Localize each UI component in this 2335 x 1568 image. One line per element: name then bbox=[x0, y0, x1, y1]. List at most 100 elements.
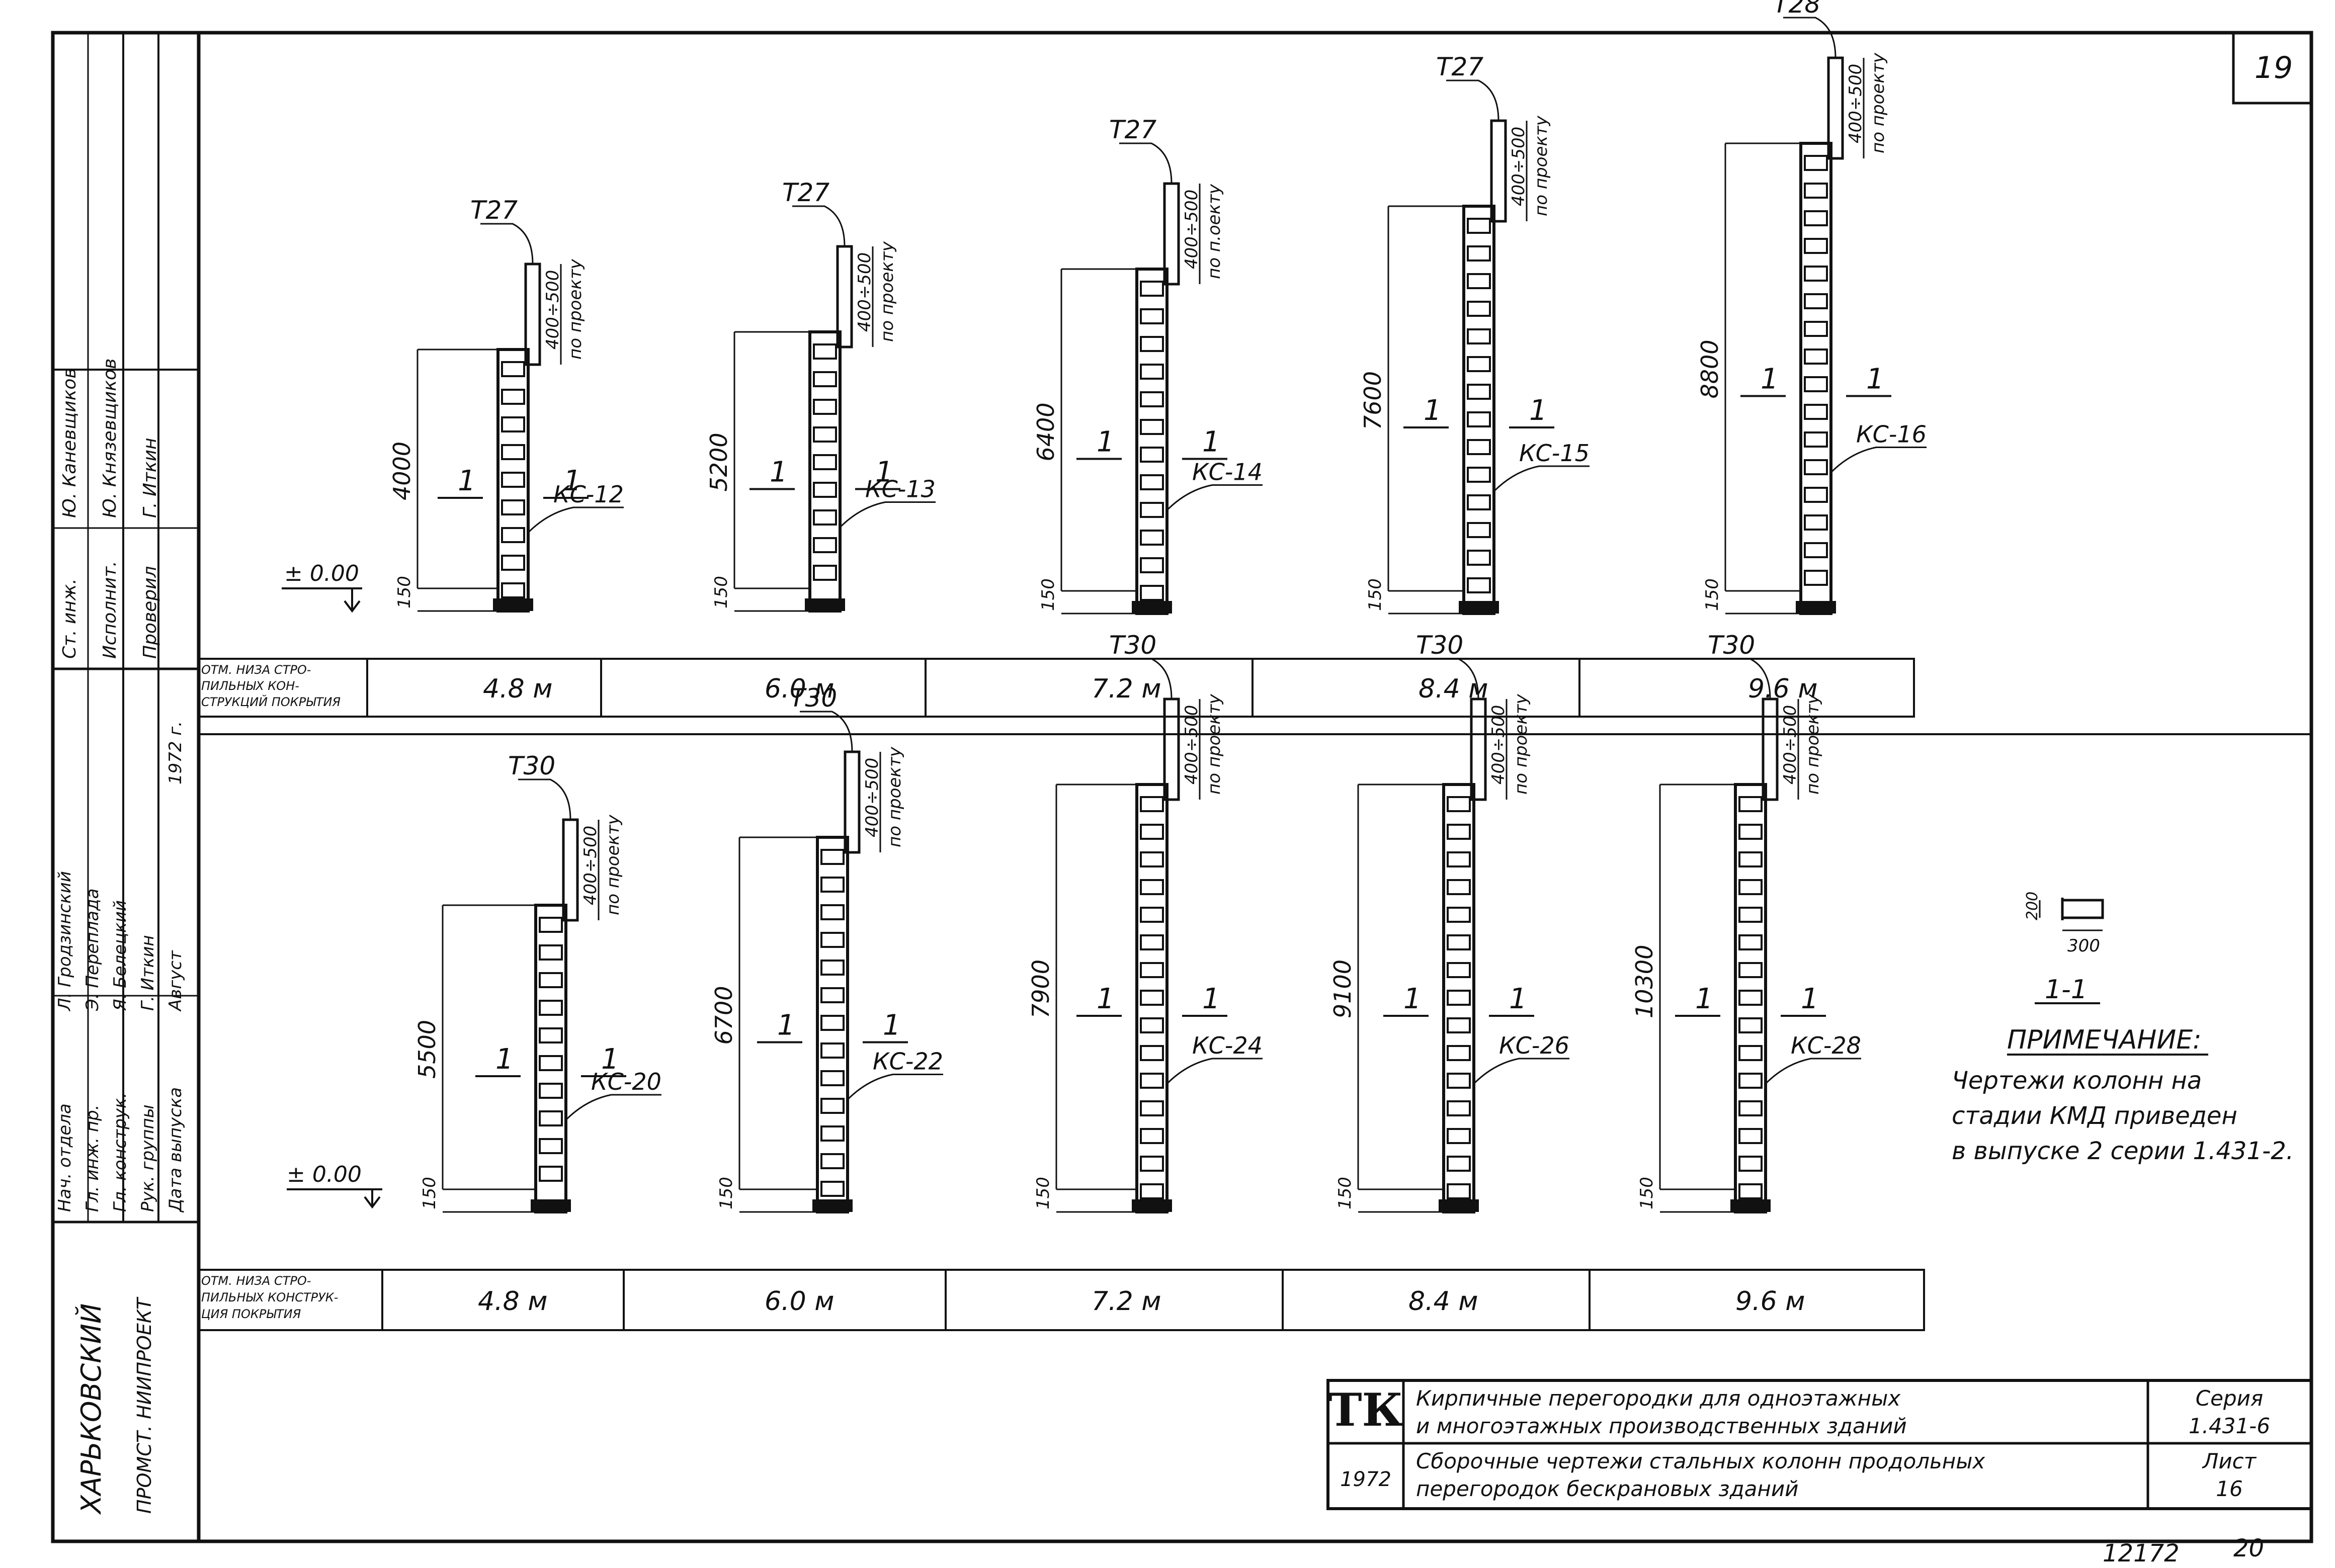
lacing-plate bbox=[1447, 1073, 1471, 1089]
lacing-plate bbox=[1738, 1183, 1763, 1199]
lacing-plate bbox=[1447, 1045, 1471, 1061]
lacing-plate bbox=[1467, 384, 1491, 400]
stamp-name: Ю. Князевщиков bbox=[100, 359, 120, 518]
lacing-plate bbox=[539, 1110, 563, 1126]
lacing-plate bbox=[501, 444, 525, 460]
tie-leader bbox=[480, 223, 534, 265]
lacing-plate bbox=[1447, 1156, 1471, 1172]
tie-label: Т30 bbox=[1708, 631, 1755, 660]
stamp-role: Гл. инж. пр. bbox=[82, 1105, 103, 1212]
lacing-plate bbox=[1140, 419, 1164, 435]
lacing-plate bbox=[1738, 1017, 1763, 1033]
level-label-line1: ОТМ. НИЗА СТРО- bbox=[201, 663, 311, 677]
tie-label: Т30 bbox=[1109, 631, 1156, 660]
lacing-plate bbox=[820, 987, 845, 1003]
gap-dim: 400÷500 bbox=[855, 252, 875, 332]
base-plate bbox=[1439, 1199, 1479, 1212]
archive-number: 12172 bbox=[2103, 1539, 2180, 1567]
lacing-plate bbox=[1140, 502, 1164, 518]
tie-label: Т27 bbox=[782, 178, 829, 207]
span-label: 4.8 м bbox=[478, 1286, 547, 1317]
column-mark: КС-20 bbox=[591, 1068, 661, 1095]
column-base-dim: 150 bbox=[1365, 578, 1385, 611]
level-label-line1-bottom: ОТМ. НИЗА СТРО- bbox=[201, 1274, 311, 1288]
lacing-plate bbox=[1140, 281, 1164, 297]
tie-label: Т27 bbox=[470, 196, 518, 225]
lacing-plate bbox=[1140, 1073, 1164, 1089]
lacing-plate bbox=[820, 1070, 845, 1086]
lacing-plate bbox=[1140, 990, 1164, 1006]
lacing-plate bbox=[1140, 530, 1164, 546]
stamp-role: Нач. отдела bbox=[55, 1103, 75, 1212]
column-mark: КС-22 bbox=[873, 1048, 943, 1075]
stamp-name: Л. Гродзинский bbox=[55, 871, 75, 1012]
left-margin-frame bbox=[51, 31, 201, 1543]
gap-dim: 400÷500 bbox=[1182, 705, 1202, 785]
lacing-plate bbox=[820, 1125, 845, 1142]
column-height-dim: 7600 bbox=[1359, 371, 1386, 430]
lacing-plate bbox=[1467, 218, 1491, 234]
tie-leader bbox=[1119, 658, 1173, 700]
lacing-plate bbox=[501, 361, 525, 377]
mark-leader bbox=[527, 506, 624, 534]
lacing-plate bbox=[1738, 1045, 1763, 1061]
stamp-name: Г. Иткин bbox=[138, 935, 158, 1011]
base-plate bbox=[531, 1199, 571, 1212]
archive-sheet: 20 bbox=[2233, 1534, 2264, 1562]
tie-label: Т30 bbox=[508, 751, 555, 780]
section-mark-right: 1 bbox=[601, 1043, 619, 1076]
lacing-plate bbox=[1804, 514, 1828, 531]
level-label-line2: ПИЛЬНЫХ КОН- bbox=[201, 679, 299, 693]
mark-leader bbox=[1493, 465, 1590, 492]
lacing-plate bbox=[1140, 364, 1164, 380]
column-base-dim: 150 bbox=[1702, 578, 1722, 611]
stamp-role: Исполнит. bbox=[100, 561, 120, 659]
lacing-plate bbox=[820, 904, 845, 920]
gap-dim: 400÷500 bbox=[862, 758, 882, 837]
lacing-plate bbox=[1140, 1156, 1164, 1172]
tie-leader bbox=[1426, 658, 1479, 700]
base-plate bbox=[1459, 601, 1499, 614]
lacing-plate bbox=[539, 1138, 563, 1154]
column-base-dim: 150 bbox=[394, 576, 414, 608]
title-block: ТК 1972 Кирпичные перегородки для одноэт… bbox=[1326, 1379, 2313, 1510]
lacing-plate bbox=[1738, 1100, 1763, 1116]
lacing-plate bbox=[1738, 1073, 1763, 1089]
lacing-plate bbox=[1447, 851, 1471, 867]
lacing-plate bbox=[1804, 183, 1828, 199]
gap-dim: 400÷500 bbox=[543, 270, 563, 350]
level-label-line3-bottom: ЦИЯ ПОКРЫТИЯ bbox=[201, 1307, 301, 1321]
tie-leader bbox=[800, 711, 853, 752]
lacing-plate bbox=[1738, 934, 1763, 950]
lacing-plate bbox=[1467, 245, 1491, 262]
lacing-plate bbox=[1804, 238, 1828, 254]
column-base-dim: 150 bbox=[1038, 578, 1058, 611]
gap-note: по проекту bbox=[877, 241, 897, 342]
section-mark-right: 1 bbox=[1529, 394, 1547, 427]
lacing-plate bbox=[1140, 585, 1164, 601]
lacing-plate bbox=[1467, 273, 1491, 289]
title1-line1: Кирпичные перегородки для одноэтажных bbox=[1416, 1386, 1901, 1411]
column-base-dim: 150 bbox=[1335, 1177, 1355, 1209]
stamp-name: Э. Переплада bbox=[82, 889, 103, 1011]
lacing-plate bbox=[1738, 1156, 1763, 1172]
tie-label: Т27 bbox=[1109, 115, 1156, 144]
gap-note: по п.оекту bbox=[1204, 184, 1224, 279]
note-title: ПРИМЕЧАНИЕ: bbox=[2007, 1025, 2202, 1055]
mark-leader bbox=[1473, 1058, 1569, 1085]
lacing-plate bbox=[539, 972, 563, 988]
tie-label: Т30 bbox=[1416, 631, 1463, 660]
column-mark: КС-26 bbox=[1499, 1032, 1569, 1059]
base-plate bbox=[812, 1199, 853, 1212]
mark-leader bbox=[839, 501, 936, 528]
lacing-plate bbox=[1140, 934, 1164, 950]
tie-leader bbox=[1446, 79, 1499, 121]
column-height-dim: 6700 bbox=[710, 986, 737, 1044]
mark-leader bbox=[1765, 1058, 1861, 1085]
section-mark-right: 1 bbox=[1509, 983, 1527, 1015]
series-value: 1.431-6 bbox=[2189, 1414, 2270, 1438]
